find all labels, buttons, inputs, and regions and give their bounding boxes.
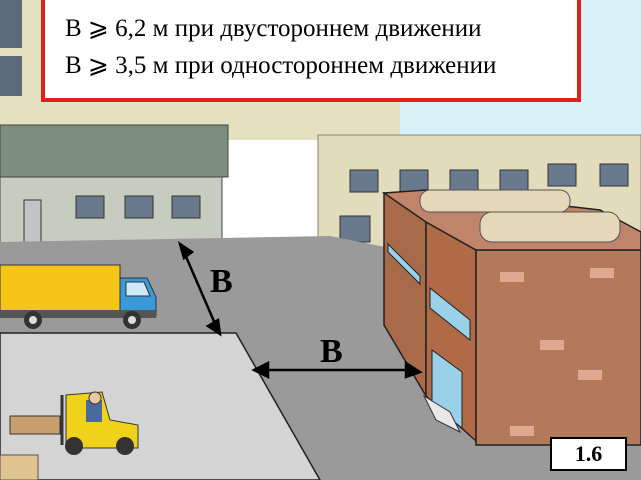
- caption-box: В ⩾ 6,2 м при двустороннем движении В ⩾ …: [41, 0, 581, 102]
- forklift: [0, 391, 139, 480]
- dimension-arrow-road: [177, 241, 222, 337]
- window: [349, 169, 379, 193]
- window: [0, 0, 22, 48]
- window: [547, 163, 577, 187]
- road-width-label: В: [210, 263, 233, 300]
- window: [399, 169, 429, 193]
- door: [23, 199, 42, 246]
- passage-width-label: В: [320, 333, 343, 370]
- caption-line-two-way: В ⩾ 6,2 м при двустороннем движении: [65, 15, 482, 42]
- window: [499, 169, 529, 193]
- caption-line-one-way: В ⩾ 3,5 м при одностороннем движении: [65, 52, 497, 79]
- warehouse-roof: [0, 124, 229, 178]
- dimension-arrow-passage: [251, 360, 423, 380]
- window: [171, 195, 201, 219]
- window: [124, 195, 154, 219]
- window: [0, 56, 22, 96]
- brick-building: [381, 189, 641, 446]
- window: [599, 163, 629, 187]
- window: [75, 195, 105, 219]
- figure-number: 1.6: [550, 437, 627, 471]
- window: [449, 169, 479, 193]
- window: [339, 215, 371, 243]
- truck: [0, 264, 157, 329]
